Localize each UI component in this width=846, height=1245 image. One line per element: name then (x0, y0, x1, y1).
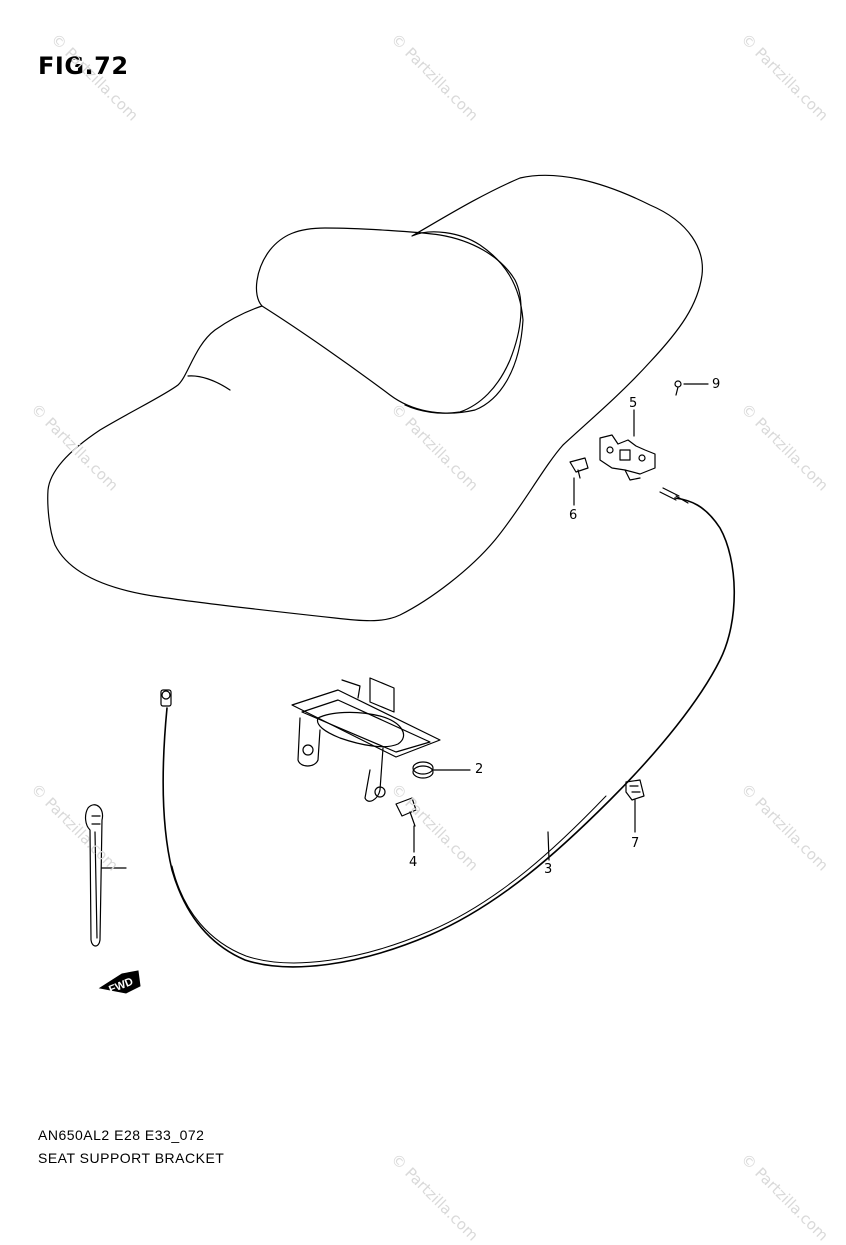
callout-2[interactable]: 2 (475, 762, 484, 777)
callout-7[interactable]: 7 (631, 836, 640, 851)
cable-tie (84, 804, 104, 947)
seat-outline (47, 174, 703, 622)
grommet (412, 761, 434, 779)
figure-name: SEAT SUPPORT BRACKET (38, 1150, 225, 1166)
backrest-outline (255, 227, 522, 414)
arrow-left-icon: FWD (98, 970, 141, 997)
parts-diagram: FWD (47, 174, 736, 997)
callout-6[interactable]: 6 (569, 508, 578, 523)
clamp (625, 779, 645, 801)
figure-title: FIG.72 (38, 52, 129, 80)
callout-9[interactable]: 9 (712, 377, 721, 392)
callout-3[interactable]: 3 (544, 862, 553, 877)
callout-4[interactable]: 4 (409, 855, 418, 870)
seat-lock-cable (162, 497, 736, 968)
seat-lock-pin (674, 380, 682, 396)
callout-5[interactable]: 5 (629, 396, 638, 411)
bolt (395, 797, 417, 827)
seat-lock (599, 434, 656, 481)
seat-support-bracket (291, 677, 441, 802)
figure-code: AN650AL2 E28 E33_072 (38, 1127, 205, 1143)
fwd-label: FWD (107, 976, 135, 997)
screw (569, 457, 589, 479)
